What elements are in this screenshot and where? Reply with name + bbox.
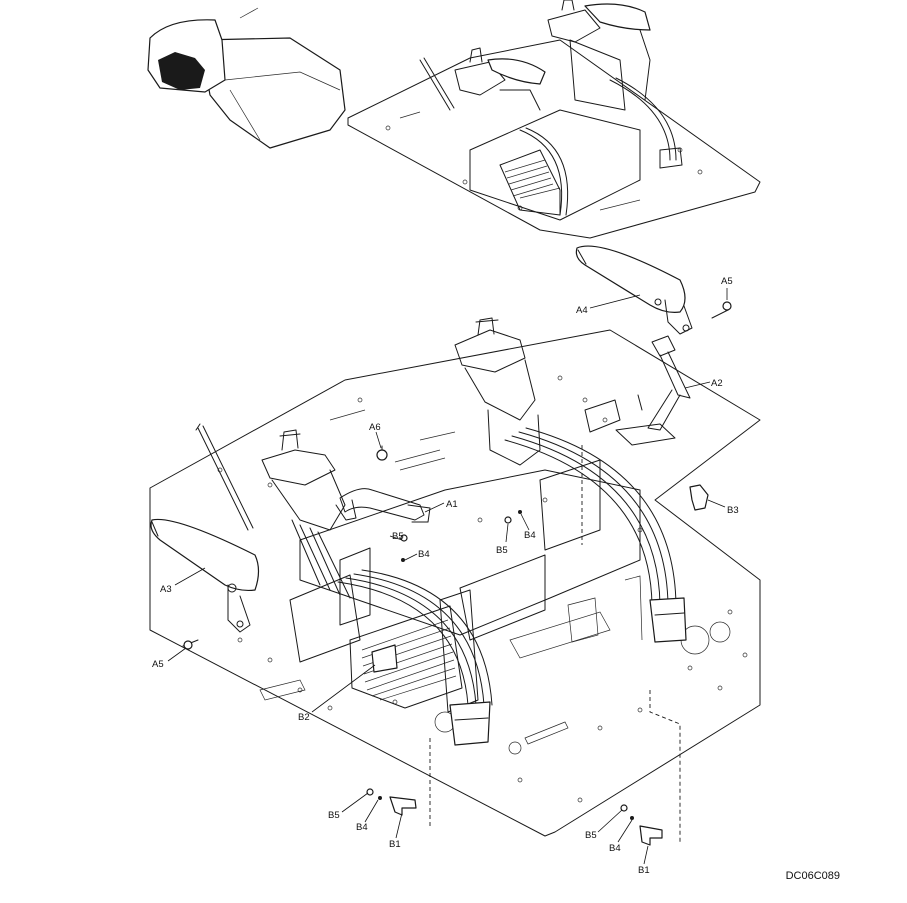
callout-a5-right: A5 [721, 276, 733, 287]
right-joystick-assembly [454, 317, 541, 466]
knob-a6 [376, 445, 388, 461]
screw-b5-b4-right [620, 804, 634, 820]
inset-console-frame [469, 109, 641, 221]
inset-right-armrest [584, 3, 651, 31]
callout-b4-mid: B4 [418, 549, 430, 560]
callout-b5-right: B5 [585, 830, 597, 841]
bracket-a1 [335, 488, 431, 523]
callout-a4: A4 [576, 305, 588, 316]
callout-a1: A1 [446, 499, 458, 510]
callout-a2: A2 [711, 378, 723, 389]
console-frame [289, 399, 641, 713]
callout-b4-center: B4 [524, 530, 536, 541]
callout-b5-center: B5 [496, 545, 508, 556]
inset-left-armrest [487, 58, 546, 85]
inset-left-joystick [454, 61, 506, 96]
bolt-a5-right [711, 301, 732, 319]
callout-b4-left: B4 [356, 822, 368, 833]
left-hose-bundle [337, 569, 493, 746]
leader-lines [167, 288, 728, 865]
callout-a6: A6 [369, 422, 381, 433]
armrest-a4 [575, 245, 693, 335]
callout-b5-mid: B5 [392, 531, 404, 542]
bracket-a2 [615, 335, 691, 446]
inset-overview [147, 0, 761, 239]
right-hose-bundle [504, 427, 687, 643]
inset-seat [147, 7, 346, 149]
heater-louver-unit [349, 605, 463, 709]
screw-b5-b4-mid [400, 534, 408, 562]
bolt-a5-left [182, 639, 199, 650]
callout-b1-left: B1 [389, 839, 401, 850]
figure-code: DC06C089 [786, 870, 840, 882]
inset-right-joystick [547, 9, 601, 43]
screw-b5-b4-center [504, 510, 522, 524]
screw-b5-b4-left [366, 788, 382, 800]
callout-b5-left: B5 [328, 810, 340, 821]
clip-b1-right [639, 825, 663, 846]
left-joystick-assembly [195, 423, 351, 599]
clip-b1-left [389, 796, 417, 816]
clip-b3 [689, 484, 709, 511]
callout-a5-left: A5 [152, 659, 164, 670]
callout-b4-right: B4 [609, 843, 621, 854]
bracket-b2 [371, 644, 398, 673]
inset-floor-plate [347, 39, 761, 239]
callout-b3: B3 [727, 505, 739, 516]
callout-b2: B2 [298, 712, 310, 723]
callout-a3: A3 [160, 584, 172, 595]
armrest-a3 [150, 518, 260, 633]
callout-b1-right: B1 [638, 865, 650, 876]
